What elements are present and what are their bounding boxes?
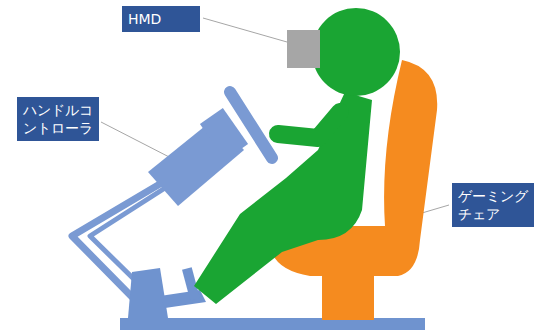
wheel-label: ハンドルコントローラ [17,97,99,141]
leader-line [203,18,287,42]
person-body [194,92,372,304]
label-text: ゲーミングチェア [458,187,528,223]
pedal [160,290,206,308]
hmd-label: HMD [122,6,200,32]
steering-wheel [230,92,272,158]
floor-plate [120,318,425,330]
leader-line [101,122,175,160]
person-head [312,8,400,96]
label-text: HMD [128,10,194,28]
person-arm [278,112,340,138]
label-text: ハンドルコントローラ [23,101,93,137]
hmd [287,30,320,68]
chair-label: ゲーミングチェア [452,183,534,227]
pedal-base [128,268,168,318]
